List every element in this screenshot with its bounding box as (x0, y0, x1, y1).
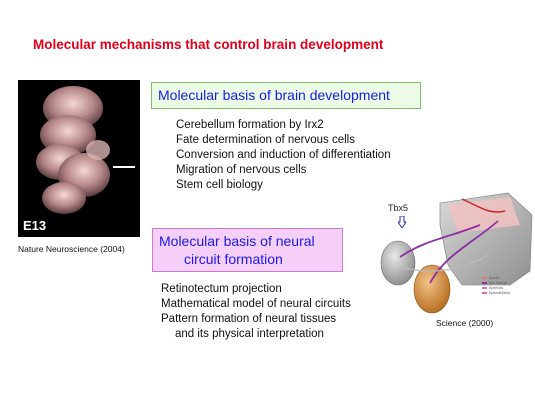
embryo-photo: E13 (18, 80, 140, 237)
retinotectal-diagram: EphA4 Eph BotKat EphrinAs EphrinB&Wnt (380, 192, 533, 314)
section-heading-brain-development: Molecular basis of brain development (151, 82, 421, 109)
neural-circuit-list: Retinotectum projection Mathematical mod… (161, 282, 351, 342)
section-heading-line1: Molecular basis of neural (159, 233, 315, 249)
legend-item: EphA4 (489, 276, 500, 280)
legend-item: EphrinB&Wnt (489, 291, 510, 295)
tbx5-label: Tbx5 (388, 203, 409, 213)
list-item-continuation: and its physical interpretation (175, 328, 324, 340)
down-arrow-icon (398, 216, 406, 228)
list-item: Retinotectum projection (161, 283, 282, 295)
legend-item: EphrinAs (489, 286, 503, 290)
list-item: Conversion and induction of differentiat… (176, 149, 391, 161)
list-item: Pattern formation of neural tissues (161, 313, 337, 325)
list-item: Stem cell biology (176, 179, 263, 191)
list-item: Migration of nervous cells (176, 164, 307, 176)
list-item: Mathematical model of neural circuits (161, 298, 351, 310)
list-item: Fate determination of nervous cells (176, 134, 355, 146)
list-item: Cerebellum formation by Irx2 (176, 119, 324, 131)
slide-title: Molecular mechanisms that control brain … (33, 37, 384, 52)
embryo-image (18, 80, 140, 237)
section-heading-neural-circuit: Molecular basis of neural circuit format… (152, 228, 343, 272)
embryo-caption: Nature Neuroscience (2004) (18, 244, 125, 254)
section-heading-line2: circuit formation (184, 251, 283, 267)
brain-development-list: Cerebellum formation by Irx2 Fate determ… (176, 118, 391, 193)
legend-item: Eph BotKat (489, 281, 507, 285)
diagram-caption: Science (2000) (436, 318, 494, 328)
embryo-stage-label: E13 (23, 218, 47, 233)
